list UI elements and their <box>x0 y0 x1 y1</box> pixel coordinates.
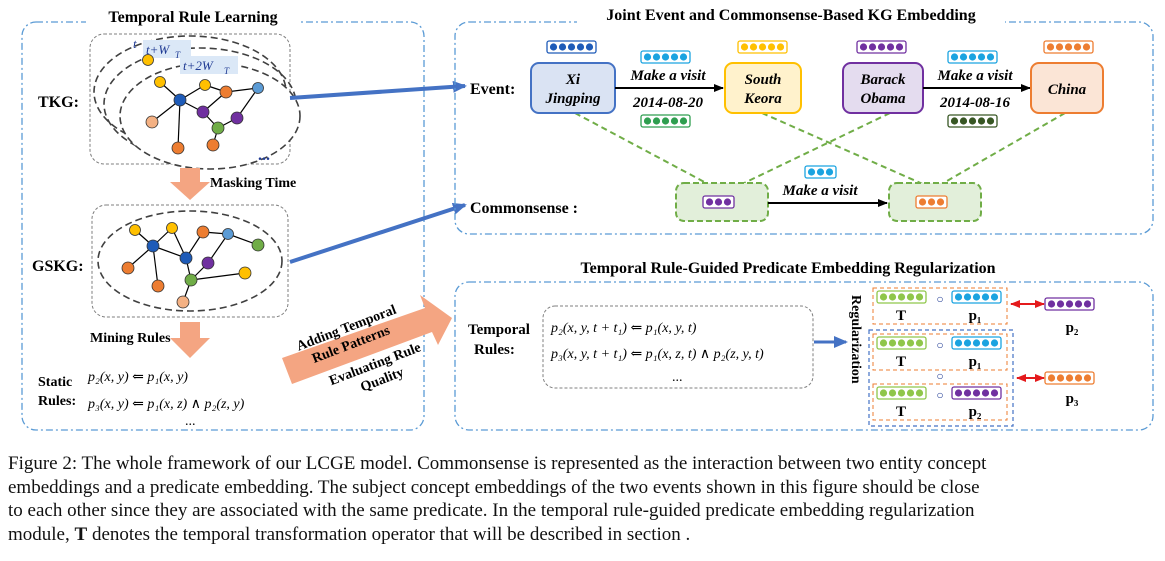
entity-xi-jingping-line1: Xi <box>565 72 581 88</box>
operator-T-3: T <box>896 404 906 420</box>
time-label-t-plus-w-sub: T <box>175 50 181 60</box>
tkg-ellipsis: ... <box>258 147 270 164</box>
compose-symbol-2: ○ <box>936 338 943 352</box>
time-label-t: t <box>133 36 137 51</box>
joint-embedding-panel: Joint Event and Commonsense-Based KG Emb… <box>454 4 1154 235</box>
commonsense-relation: Make a visit <box>782 183 859 199</box>
caption-line-3: to each other since they are associated … <box>8 500 975 521</box>
panel-title-temporal-rule-learning: Temporal Rule Learning <box>108 9 277 26</box>
temporal-rule-learning-panel: Temporal Rule Learning TKG: t t+W T t+2W… <box>21 6 452 431</box>
entity-china-label: China <box>1048 82 1087 98</box>
rule-transfer-arrow <box>282 295 452 384</box>
embedding-vectors <box>546 40 1094 209</box>
event1-date: 2014-08-20 <box>632 95 703 111</box>
vector-p2-row3 <box>951 386 1002 400</box>
static-rules-label-1: Static <box>38 375 72 390</box>
target-p2: p₂ <box>1066 320 1079 336</box>
time-label-t-plus-2w: t+2W <box>183 58 214 73</box>
event2-relation: Make a visit <box>937 68 1014 84</box>
vector-T-row1 <box>876 290 927 304</box>
target-p3: p₃ <box>1066 391 1079 407</box>
embedding-concept-object <box>915 195 948 209</box>
tkg-graph-nodes <box>142 54 264 155</box>
caption-line-4a: module, <box>8 523 75 545</box>
predicate-p2-row3: p₂ <box>969 404 982 420</box>
gskg-label: GSKG: <box>32 258 84 275</box>
caption-line-1: Figure 2: The whole framework of our LCG… <box>8 453 987 474</box>
compose-symbol-1: ○ <box>936 292 943 306</box>
predicate-p1-row2: p₁ <box>969 354 982 370</box>
embedding-barack-obama <box>856 40 907 54</box>
regularization-side-label: Regularization <box>848 295 863 384</box>
gskg-graph-nodes <box>121 222 265 309</box>
entity-xi-jingping-line2: Jingping <box>544 91 601 107</box>
event1-relation: Make a visit <box>630 68 707 84</box>
embedding-relation-1 <box>640 50 691 64</box>
regularization-panel: Temporal Rule-Guided Predicate Embedding… <box>454 258 1154 431</box>
entity-china <box>1030 62 1104 114</box>
operator-T-2: T <box>896 354 906 370</box>
static-rule-2: p₃(x, y) ⇐ p₁(x, z) ∧ p₂(z, y) <box>87 397 245 412</box>
embedding-south-keora <box>737 40 788 54</box>
temporal-rule-1: p₂(x, y, t + t₁) ⇐ p₁(x, y, t) <box>550 321 697 336</box>
compose-symbol-mid: ○ <box>936 369 943 383</box>
framework-figure: Temporal Rule Learning TKG: t t+W T t+2W… <box>21 4 1154 431</box>
event-label: Event: <box>470 81 515 98</box>
regularization-vectors <box>876 290 1095 400</box>
concept-links <box>574 112 1066 186</box>
time-label-t-plus-w: t+W <box>146 42 170 57</box>
embedding-concept-subject <box>702 195 735 209</box>
panel-title-joint-embedding: Joint Event and Commonsense-Based KG Emb… <box>606 7 975 24</box>
operator-T-1: T <box>896 308 906 324</box>
composition-group-2 <box>868 329 1014 427</box>
entity-south-keora-line1: South <box>745 72 782 88</box>
entity-south-keora-line2: Keora <box>743 91 782 107</box>
entity-barack-obama-line2: Obama <box>861 91 907 107</box>
tkg-to-event-arrow <box>289 80 467 100</box>
tkg-label: TKG: <box>38 94 79 111</box>
entity-barack-obama-line1: Barack <box>860 72 907 88</box>
panel-title-regularization: Temporal Rule-Guided Predicate Embedding… <box>580 260 995 277</box>
caption-line-2: embeddings and a predicate embedding. Th… <box>8 476 980 498</box>
caption-line-4b: denotes the temporal transformation oper… <box>87 523 691 545</box>
static-rules-label-2: Rules: <box>38 394 76 409</box>
embedding-china <box>1043 40 1094 54</box>
mining-rules-arrow <box>170 322 210 358</box>
vector-p1-row1 <box>951 290 1002 304</box>
vector-p3-target <box>1044 371 1095 385</box>
vector-T-row3 <box>876 386 927 400</box>
embedding-relation-2 <box>947 50 998 64</box>
vector-p2-target <box>1044 297 1095 311</box>
commonsense-label: Commonsense : <box>470 200 578 217</box>
caption-line-4: module, T denotes the temporal transform… <box>8 523 1158 547</box>
entity-south-keora <box>724 62 802 114</box>
caption-bold-T: T <box>74 523 88 545</box>
static-rule-1: p₂(x, y) ⇐ p₁(x, y) <box>87 370 188 385</box>
embedding-xi-jingping <box>546 40 597 54</box>
masking-time-label: Masking Time <box>210 176 296 191</box>
time-label-t-plus-2w-sub: T <box>224 66 230 76</box>
vector-p1-row2 <box>951 336 1002 350</box>
temporal-rules-label-2: Rules: <box>474 342 515 358</box>
composition-row-1 <box>872 287 1008 325</box>
composition-row-3 <box>872 383 1008 421</box>
mining-rules-label: Mining Rules <box>90 331 171 346</box>
figure-caption: Figure 2: The whole framework of our LCG… <box>8 452 1158 546</box>
temporal-rule-2: p₃(x, y, t + t₁) ⇐ p₁(x, z, t) ∧ p₂(z, y… <box>550 347 764 362</box>
vector-T-row2 <box>876 336 927 350</box>
predicate-p1-row1: p₁ <box>969 308 982 324</box>
compose-symbol-3: ○ <box>936 388 943 402</box>
red-target-arrows <box>1010 300 1045 382</box>
temporal-rule-more: ... <box>672 370 683 385</box>
composition-row-2 <box>872 333 1008 371</box>
masking-time-arrow <box>170 168 210 200</box>
embedding-commonsense-relation <box>804 165 837 179</box>
embedding-time-2 <box>947 114 998 128</box>
gskg-to-commonsense-arrow <box>289 203 467 264</box>
temporal-rules-label-1: Temporal <box>468 322 530 338</box>
embedding-time-1 <box>640 114 691 128</box>
event2-date: 2014-08-16 <box>939 95 1010 111</box>
static-rule-more: ... <box>185 414 196 429</box>
